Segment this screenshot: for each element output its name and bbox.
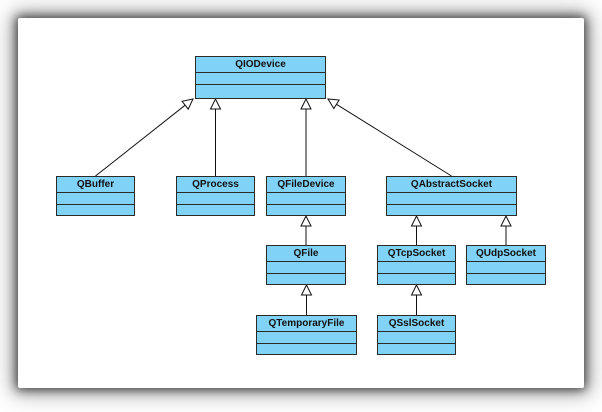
inheritance-arrowhead bbox=[500, 214, 512, 227]
class-qabstractsocket: QAbstractSocket bbox=[386, 176, 517, 216]
class-qudpsocket: QUdpSocket bbox=[466, 245, 546, 285]
class-name: QTcpSocket bbox=[378, 246, 455, 262]
class-divider bbox=[177, 204, 254, 205]
class-name: QFileDevice bbox=[267, 177, 345, 193]
inheritance-arrowhead bbox=[410, 283, 423, 296]
class-divider bbox=[467, 273, 545, 274]
inheritance-arrowhead bbox=[209, 97, 222, 110]
class-divider bbox=[378, 343, 455, 344]
class-qtemporaryfile: QTemporaryFile bbox=[256, 315, 357, 355]
class-name: QProcess bbox=[177, 177, 254, 193]
class-qtcpsocket: QTcpSocket bbox=[377, 245, 456, 285]
class-qfile: QFile bbox=[266, 245, 346, 285]
class-divider bbox=[267, 273, 345, 274]
inheritance-arrowhead bbox=[300, 97, 312, 110]
class-name: QFile bbox=[267, 246, 345, 262]
class-name: QIODevice bbox=[196, 57, 325, 73]
class-name: QBuffer bbox=[57, 177, 134, 193]
inheritance-arrowhead bbox=[181, 98, 194, 111]
class-divider bbox=[196, 84, 325, 85]
class-qprocess: QProcess bbox=[176, 176, 255, 216]
class-name: QAbstractSocket bbox=[387, 177, 516, 193]
class-divider bbox=[378, 273, 455, 274]
class-name: QUdpSocket bbox=[467, 246, 545, 262]
class-divider bbox=[57, 204, 134, 205]
class-name: QSslSocket bbox=[378, 316, 455, 332]
class-qbuffer: QBuffer bbox=[56, 176, 135, 216]
inheritance-arrowhead bbox=[300, 283, 313, 296]
edge-qabstractsocket-to-qiodevice bbox=[336, 103, 452, 177]
class-qfiledevice: QFileDevice bbox=[266, 176, 346, 216]
class-qsslsocket: QSslSocket bbox=[377, 315, 456, 355]
class-qiodevice: QIODevice bbox=[195, 56, 326, 99]
class-divider bbox=[257, 343, 356, 344]
edge-qbuffer-to-qiodevice bbox=[95, 104, 186, 177]
inheritance-arrowhead bbox=[300, 214, 312, 227]
class-name: QTemporaryFile bbox=[257, 316, 356, 332]
class-divider bbox=[267, 204, 345, 205]
inheritance-arrowhead bbox=[410, 214, 423, 227]
inheritance-arrowhead bbox=[327, 98, 340, 110]
class-divider bbox=[387, 204, 516, 205]
